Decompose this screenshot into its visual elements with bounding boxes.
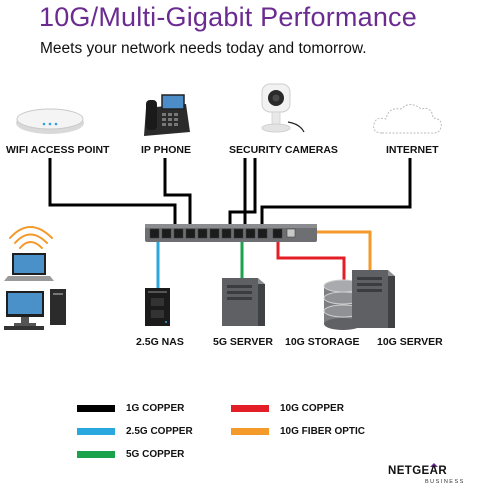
network-switch bbox=[145, 224, 317, 242]
page-subtitle: Meets your network needs today and tomor… bbox=[40, 40, 367, 57]
legend-label: 10G FIBER OPTIC bbox=[280, 426, 366, 437]
legend-label: 5G COPPER bbox=[126, 449, 185, 460]
label-10g-server: 10G SERVER bbox=[377, 336, 443, 348]
label-5g-server: 5G SERVER bbox=[213, 336, 273, 348]
ip-phone-icon bbox=[144, 94, 190, 136]
laptop-icon bbox=[4, 253, 54, 281]
link-10g-storage bbox=[276, 240, 346, 282]
legend-swatch bbox=[77, 451, 115, 458]
legend-label: 10G COPPER bbox=[280, 403, 344, 414]
netgear-logo-mark bbox=[430, 463, 438, 467]
link-access-point bbox=[48, 158, 177, 232]
nas-icon bbox=[145, 288, 170, 326]
netgear-logo-sub: BUSINESS bbox=[425, 479, 465, 485]
legend-swatch bbox=[231, 428, 269, 435]
label-10g-storage: 10G STORAGE bbox=[285, 336, 360, 348]
access-point-icon bbox=[16, 108, 84, 134]
legend-swatch bbox=[231, 405, 269, 412]
label-internet: INTERNET bbox=[386, 144, 439, 156]
security-camera-icon bbox=[261, 83, 305, 133]
legend-swatch bbox=[77, 428, 115, 435]
netgear-logo: NETGEAR bbox=[388, 465, 448, 477]
server-icon bbox=[352, 270, 395, 328]
link-ip-phone bbox=[163, 158, 192, 232]
legend-label: 2.5G COPPER bbox=[126, 426, 193, 437]
desktop-computer-icon bbox=[4, 289, 66, 330]
server-icon bbox=[222, 278, 265, 326]
label-security-cameras: SECURITY CAMERAS bbox=[229, 144, 338, 156]
label-ip-phone: IP PHONE bbox=[141, 144, 191, 156]
link-internet bbox=[260, 158, 412, 232]
label-wifi-access-point: WIFI ACCESS POINT bbox=[6, 144, 110, 156]
legend-swatch bbox=[77, 405, 115, 412]
legend-label: 1G COPPER bbox=[126, 403, 185, 414]
link-camera-2 bbox=[228, 158, 257, 232]
cloud-icon bbox=[373, 104, 442, 134]
link-10g-server bbox=[296, 230, 372, 270]
wifi-signal-icon bbox=[9, 226, 53, 249]
label-2-5g-nas: 2.5G NAS bbox=[136, 336, 184, 348]
connection-lines bbox=[48, 158, 412, 290]
page-title: 10G/Multi-Gigabit Performance bbox=[39, 2, 417, 32]
